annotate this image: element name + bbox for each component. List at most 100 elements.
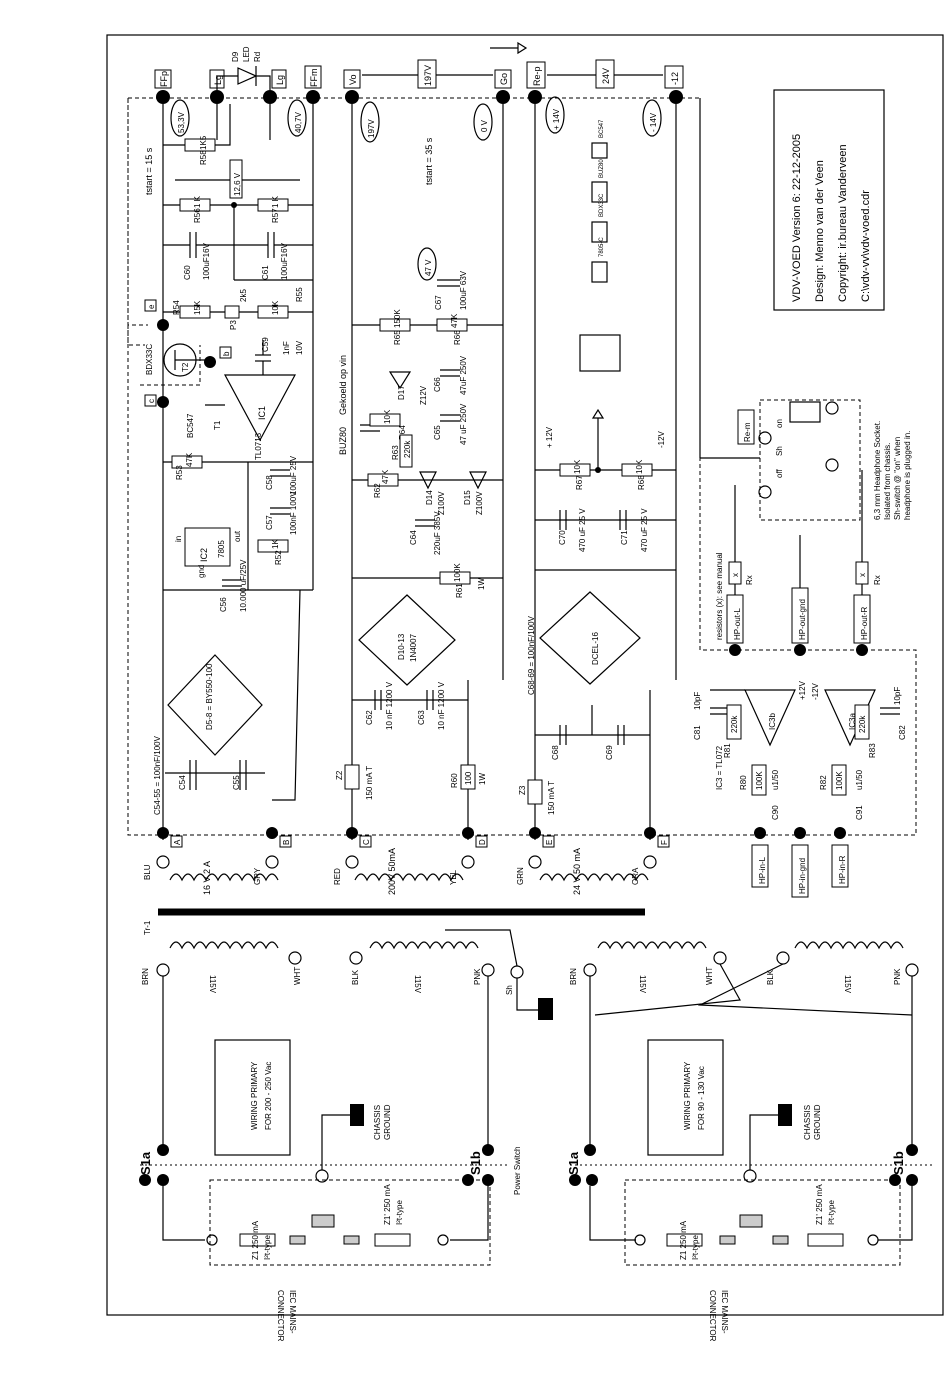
- r67-value: 10K: [573, 459, 582, 474]
- c64-value: 220uF 385V: [433, 511, 442, 555]
- c81-value: 10pF: [693, 692, 702, 710]
- filament-regulator: 53,3V 40,7V tstart = 15 s 1K5 R58 12,6 V…: [127, 99, 314, 848]
- right-z1-type: I²t-type: [691, 1235, 700, 1260]
- node-lg1: Lg: [213, 75, 223, 85]
- left-s1b: S1b: [468, 1151, 483, 1175]
- top-connectors: FFp Lg Lg FFm Vo Go Re-p -12 197V 24V D9: [154, 41, 684, 104]
- wire-red: RED: [333, 868, 342, 885]
- hp-out-l: HP-out-L: [733, 607, 742, 640]
- right-chassis-2: GROUND: [813, 1104, 822, 1140]
- c56-label: C56: [219, 597, 228, 612]
- gekoeld-label: Gekoeld op vin: [338, 355, 348, 415]
- c5455-label: C54-55 = 100nF/100V: [153, 735, 162, 815]
- t1-label: T1: [213, 420, 222, 430]
- c82-label: C82: [898, 725, 907, 740]
- r60-value: 100: [464, 771, 473, 785]
- left-chassis-2: GROUND: [383, 1104, 392, 1140]
- c57-value: 100nF 100V: [289, 491, 298, 535]
- c65-label: C65: [433, 425, 442, 440]
- r81-label: R81: [723, 743, 732, 758]
- right-wiring-2: FOR 90 - 130 Vac: [697, 1066, 706, 1130]
- node-m12: -12: [670, 72, 680, 85]
- right-115v-2: 115V: [843, 975, 852, 994]
- secondary-24v: 24 V 50 mA: [572, 848, 582, 895]
- wire-blu: BLU: [143, 864, 152, 880]
- d15-value: Z100V: [475, 491, 484, 515]
- c91-label: C91: [855, 805, 864, 820]
- c66-label: C66: [433, 377, 442, 392]
- c82-value: 10pF: [893, 687, 902, 705]
- left-z1p: Z1' 250 mA: [383, 1184, 392, 1225]
- r66-value: 47K: [450, 313, 459, 328]
- z2-value: 150 mA T: [365, 766, 374, 800]
- secondary-16v: 16 V 2 A: [202, 861, 212, 895]
- r65-label: R65: [393, 330, 402, 345]
- m12-label: -12V: [657, 430, 666, 448]
- left-pnk: PNK: [473, 968, 482, 985]
- t2-label: T2: [181, 362, 190, 372]
- r54-label: R54: [172, 300, 181, 315]
- title-line-3: Copyright: ir.bureau Vanderveen: [837, 144, 849, 302]
- node-e-lower: E: [545, 840, 554, 845]
- r57-value: 1 K: [271, 195, 280, 208]
- wire-gry: GRY: [253, 867, 262, 885]
- d9-label: D9: [231, 51, 240, 62]
- c68-label: C68: [551, 745, 560, 760]
- right-s1b: S1b: [891, 1151, 906, 1175]
- right-blk: BLK: [766, 969, 775, 985]
- r54-value: 15K: [193, 300, 202, 315]
- r80-label: R80: [739, 775, 748, 790]
- node-f: F: [660, 840, 669, 845]
- right-wiring-1: WIRING PRIMARY: [683, 1061, 692, 1130]
- r53-value: 47K: [185, 452, 194, 467]
- left-wht: WHT: [293, 967, 302, 985]
- c71-label: C71: [620, 530, 629, 545]
- transformer-secondaries: BLU GRY RED YEL GRN ORA 16 V 2 A 200V 50…: [143, 848, 657, 935]
- c70-value: 470 uF 25 V: [578, 508, 587, 552]
- z2-label: Z2: [335, 770, 344, 780]
- d5-label: D5-8 = BY550-100: [205, 663, 214, 730]
- rx2-label: Rx: [873, 575, 882, 585]
- c58-label: C58: [265, 475, 274, 490]
- left-iec-1: IEC MAINS-: [288, 1290, 297, 1334]
- node-c-lower: C: [362, 839, 371, 845]
- tr1-label: Tr-1: [143, 920, 152, 935]
- bc547-label: BC547: [186, 413, 195, 438]
- r57-label: R57: [271, 208, 280, 223]
- left-z1-type: I²t-type: [263, 1235, 272, 1260]
- rd-label: Rd: [253, 52, 262, 62]
- primary-90-130: BRN WHT BLK PNK 115V 115V WIRING PRIMARY…: [566, 941, 935, 1342]
- left-z1: Z1 250 mA: [251, 1220, 260, 1260]
- r52-label: R52: [274, 550, 283, 565]
- v47: 47 V: [424, 259, 433, 276]
- d17-label: D17: [397, 385, 406, 400]
- z3-value: 150 mA T: [547, 781, 556, 815]
- c60-label: C60: [183, 265, 192, 280]
- v12-6: 12,6 V: [233, 172, 242, 196]
- v197-top: 197V: [423, 65, 433, 86]
- c81-label: C81: [693, 725, 702, 740]
- ic2-value: 7805: [217, 540, 226, 558]
- primary-200-250: BRN WHT BLK PNK 115V 115V Sh WIRING PRIM…: [138, 929, 553, 1342]
- z3-label: Z3: [518, 785, 527, 795]
- off-label: off: [775, 468, 784, 478]
- d15-label: D15: [463, 490, 472, 505]
- right-z1p: Z1' 250 mA: [815, 1184, 824, 1225]
- ic3-label: IC3 = TL072: [715, 745, 724, 790]
- r52-value: 1K: [271, 539, 280, 549]
- pinout-bc547: BC547: [599, 119, 605, 138]
- hp-in-r: HP-in-R: [838, 855, 847, 884]
- left-wiring-2: FOR 200 - 250 Vac: [264, 1062, 273, 1130]
- r64-value: 10K: [383, 409, 392, 424]
- c63-label: C63: [417, 710, 426, 725]
- d10-label: D10-13: [397, 633, 406, 660]
- c71-value: 470 uF 25 V: [640, 508, 649, 552]
- title-line-2: Design: Menno van der Veen: [814, 160, 826, 302]
- pinout-buz80: BUZ80: [599, 159, 605, 178]
- c62-value: 10 nF 1200 V: [385, 681, 394, 730]
- c63-value: 10 nF 1200 V: [437, 681, 446, 730]
- node-b-lower: B: [282, 840, 291, 845]
- r65-value: 150K: [393, 309, 402, 328]
- c91-value: u1/50: [855, 769, 864, 790]
- ic2-in: in: [174, 536, 183, 542]
